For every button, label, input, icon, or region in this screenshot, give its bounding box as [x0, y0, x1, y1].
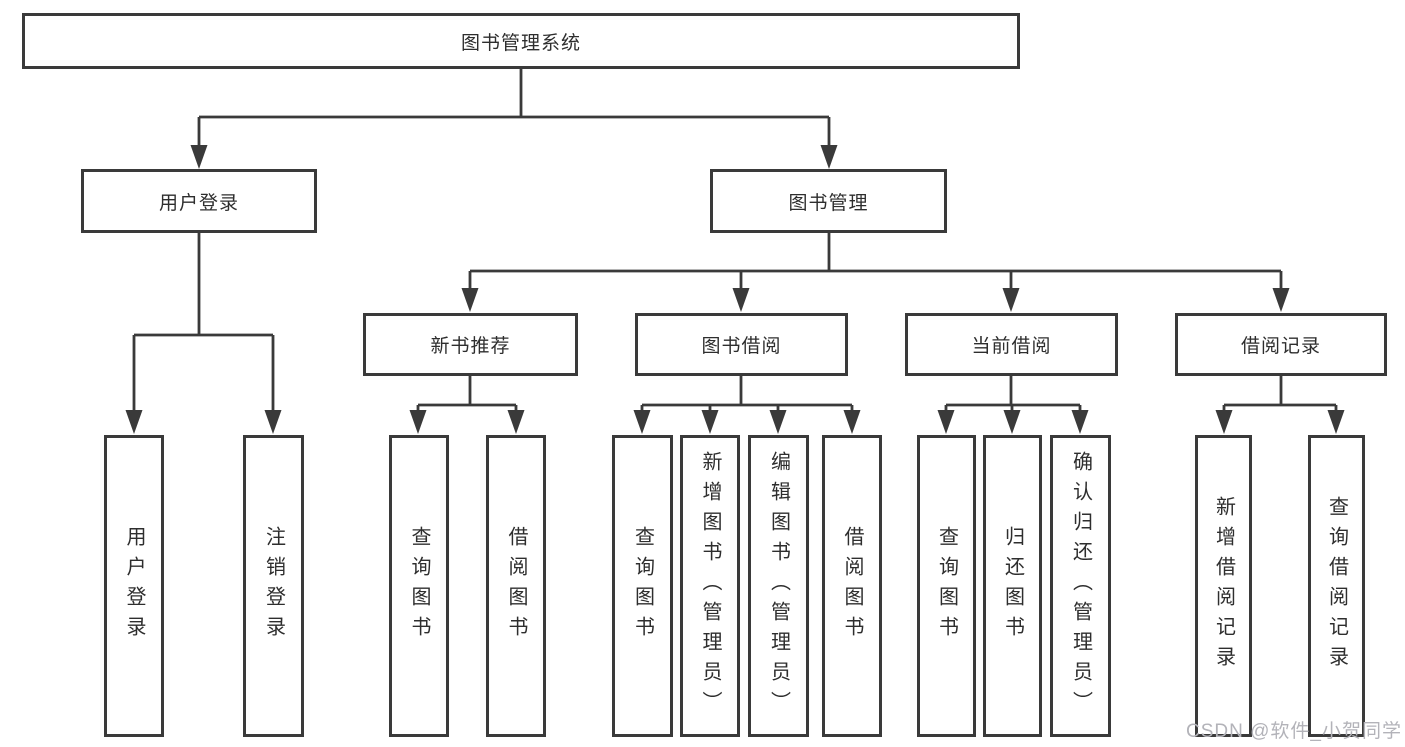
leaf-cb-return-books: 归还图书 [983, 435, 1042, 737]
node-root: 图书管理系统 [22, 13, 1020, 69]
arrow-icon [937, 410, 955, 434]
connector-borrow-records [1222, 376, 1338, 414]
arrow-icon [190, 145, 208, 169]
arrow-icon [769, 410, 787, 434]
csdn-watermark: CSDN @软件_小贺同学 [1186, 721, 1402, 742]
connector-book-borrow [640, 376, 854, 414]
leaf-nbr-query-books-label: 查询图书 [408, 526, 430, 646]
leaf-bb-add-books-admin-label: 新增图书（管理员） [699, 451, 721, 721]
leaf-cb-query-books: 查询图书 [917, 435, 976, 737]
leaf-bb-edit-books-admin-label: 编辑图书（管理员） [767, 451, 790, 721]
arrow-icon [1071, 410, 1089, 434]
arrow-icon [701, 410, 719, 434]
arrow-icon [507, 410, 525, 434]
node-book-borrow: 图书借阅 [635, 313, 848, 376]
arrow-icon [409, 410, 427, 434]
arrow-icon [732, 288, 750, 312]
arrow-icon [820, 145, 838, 169]
leaf-cb-return-books-label: 归还图书 [1001, 526, 1024, 646]
leaf-bb-query-books-label: 查询图书 [631, 526, 654, 646]
node-borrow-records: 借阅记录 [1175, 313, 1387, 376]
leaf-br-add-record-label: 新增借阅记录 [1212, 496, 1235, 676]
leaf-br-query-record: 查询借阅记录 [1308, 435, 1365, 737]
leaf-bb-edit-books-admin: 编辑图书（管理员） [748, 435, 809, 737]
leaf-user-login-label: 用户登录 [123, 526, 145, 646]
leaf-cb-confirm-return-admin: 确认归还（管理员） [1050, 435, 1111, 737]
leaf-nbr-borrow-books-label: 借阅图书 [505, 526, 527, 646]
arrow-icon [461, 288, 479, 312]
node-book-management-label: 图书管理 [788, 192, 869, 214]
arrow-icon [264, 410, 282, 434]
leaf-br-query-record-label: 查询借阅记录 [1325, 496, 1348, 676]
node-new-book-recommend-label: 新书推荐 [430, 336, 511, 357]
leaf-cb-query-books-label: 查询图书 [935, 526, 958, 646]
connector-root [197, 69, 831, 150]
leaf-logout-login: 注销登录 [243, 435, 304, 737]
leaf-nbr-borrow-books: 借阅图书 [486, 435, 546, 737]
node-current-borrow-label: 当前借阅 [971, 336, 1052, 357]
node-root-label: 图书管理系统 [460, 32, 581, 54]
leaf-bb-query-books: 查询图书 [612, 435, 673, 737]
node-user-login-label: 用户登录 [158, 192, 239, 214]
leaf-bb-add-books-admin: 新增图书（管理员） [680, 435, 740, 737]
leaf-cb-confirm-return-admin-label: 确认归还（管理员） [1069, 451, 1092, 721]
leaf-user-login: 用户登录 [104, 435, 164, 737]
arrow-icon [633, 410, 651, 434]
connector-user-login [132, 233, 275, 415]
arrow-icon [1002, 288, 1020, 312]
node-user-login: 用户登录 [81, 169, 317, 233]
node-book-management: 图书管理 [710, 169, 947, 233]
arrow-icon [1003, 410, 1021, 434]
leaf-nbr-query-books: 查询图书 [389, 435, 449, 737]
arrow-icon [1327, 410, 1345, 434]
leaf-br-add-record: 新增借阅记录 [1195, 435, 1252, 737]
node-borrow-records-label: 借阅记录 [1240, 336, 1321, 357]
node-current-borrow: 当前借阅 [905, 313, 1118, 376]
leaf-logout-login-label: 注销登录 [262, 526, 285, 646]
connector-current-borrow [944, 376, 1082, 414]
leaf-bb-borrow-books-label: 借阅图书 [841, 526, 863, 646]
node-new-book-recommend: 新书推荐 [363, 313, 578, 376]
arrow-icon [125, 410, 143, 434]
arrow-icon [1215, 410, 1233, 434]
node-book-borrow-label: 图书借阅 [701, 336, 782, 357]
arrow-icon [843, 410, 861, 434]
arrow-icon [1272, 288, 1290, 312]
connector-book-management [468, 233, 1283, 293]
connector-new-book-recommend [416, 376, 518, 414]
leaf-bb-borrow-books: 借阅图书 [822, 435, 882, 737]
